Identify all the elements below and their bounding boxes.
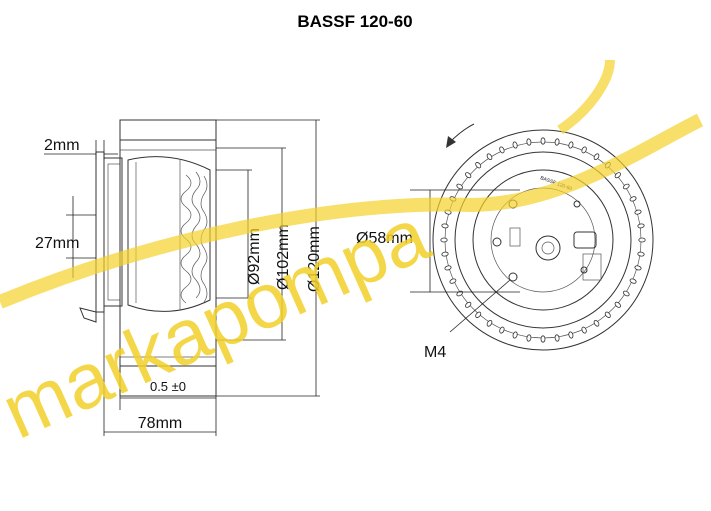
rim-slot [634, 265, 642, 271]
inlet-nozzle [103, 157, 123, 307]
rim-slot [475, 311, 482, 318]
rim-slot [638, 237, 646, 243]
shaft [535, 235, 561, 261]
rim-slot [581, 326, 587, 334]
rim-slot [622, 290, 630, 297]
rim-slot [614, 172, 621, 179]
rim-slot [581, 146, 587, 154]
dim-tolerance: 0.5 ±0 [150, 379, 186, 394]
rim-slots [440, 137, 646, 343]
front-view: BASSF 120-60 [432, 123, 654, 351]
watermark: markapompa [0, 59, 704, 456]
rim-slot [499, 326, 505, 334]
rim-slot [465, 301, 472, 308]
rim-slot [593, 153, 600, 161]
dim-dia-58: Ø58mm [356, 230, 413, 247]
rim-slot [486, 319, 493, 327]
watermark-swoosh [0, 113, 704, 309]
dim-dia-92: Ø92mm [246, 228, 263, 285]
rim-slot [554, 138, 560, 146]
rim-slot [554, 334, 560, 342]
screw-hole [508, 272, 518, 282]
rim-slot [441, 251, 449, 257]
rim-slot [512, 331, 518, 339]
rim-slot [456, 183, 464, 190]
rotation-arrow-head [446, 136, 456, 148]
motor-hub [472, 169, 614, 311]
connector [573, 231, 597, 249]
drawing-title: BASSF 120-60 [297, 12, 412, 31]
rim-slot [614, 301, 621, 308]
rim-slot [622, 183, 630, 190]
inlet-flange [95, 151, 105, 313]
rim-slot [465, 172, 472, 179]
rim-slot [526, 138, 532, 146]
rim-slot [526, 334, 532, 342]
impeller-housing [127, 156, 211, 312]
rim-slot [637, 251, 645, 257]
rim-slot [634, 209, 642, 215]
dim-dia-120: Ø120mm [306, 226, 323, 292]
rim-slot [568, 331, 574, 339]
rim-slot [475, 162, 482, 169]
rim-slot [512, 141, 518, 149]
rim-slot [440, 237, 448, 243]
rim-slot [568, 141, 574, 149]
rim-slot [637, 223, 645, 229]
rim-slot [441, 223, 449, 229]
front-dimensions: Ø58mm M4 [356, 189, 520, 361]
label-m4: M4 [424, 344, 446, 361]
dim-78mm: 78mm [138, 415, 182, 432]
rim-slot [444, 265, 452, 271]
rim-slot [604, 311, 611, 318]
rim-slot [449, 278, 457, 284]
dim-27mm: 27mm [35, 235, 79, 252]
screw-hole [492, 237, 502, 247]
outer-rim [432, 129, 654, 351]
rim-slot [629, 278, 637, 284]
dim-2mm: 2mm [44, 137, 80, 154]
rim-slot [486, 153, 493, 161]
rotation-arrow [449, 123, 475, 143]
rim-slot [540, 335, 546, 343]
dim-dia-102: Ø102mm [275, 224, 292, 290]
rim-slot [499, 146, 505, 154]
side-dimensions: 2mm 27mm Ø92mm Ø102mm Ø120mm 0.5 ±0 78mm [35, 119, 323, 436]
rim-slot [629, 196, 637, 202]
rim-slot [593, 319, 600, 327]
rim-slot [540, 137, 546, 145]
